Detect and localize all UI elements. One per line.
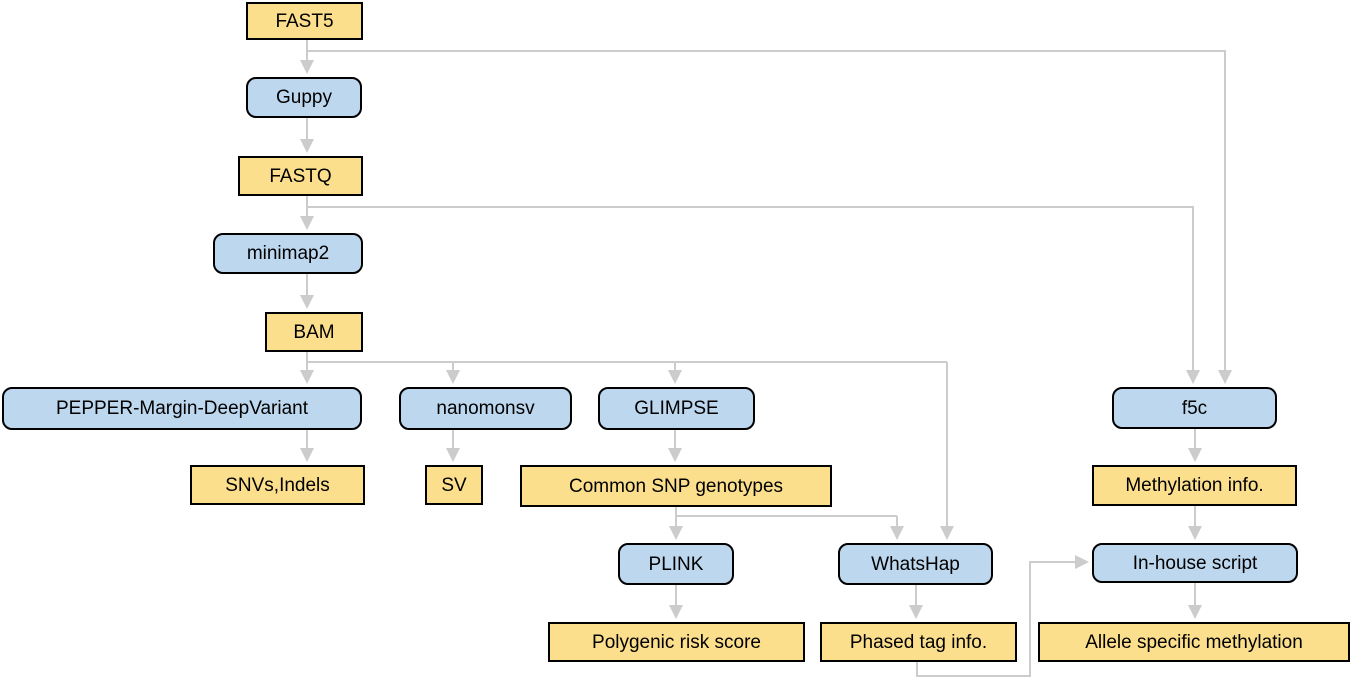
- node-fast5: FAST5: [246, 2, 363, 40]
- edge-fastq-f5c: [306, 196, 1200, 384]
- node-common-snp-genotypes: Common SNP genotypes: [520, 465, 832, 507]
- node-minimap2: minimap2: [213, 233, 363, 274]
- edge-phased-inhouse: [916, 555, 1089, 677]
- node-whatshap: WhatsHap: [838, 543, 993, 585]
- node-in-house-script: In-house script: [1092, 543, 1298, 583]
- node-phased-tag-info: Phased tag info.: [820, 622, 1017, 662]
- node-allele-specific-methylation: Allele specific methylation: [1038, 622, 1350, 662]
- node-pepper-margin-deepvariant: PEPPER-Margin-DeepVariant: [2, 387, 362, 430]
- node-methylation-info: Methylation info.: [1092, 465, 1297, 506]
- edge-fast5-f5c: [306, 40, 1232, 384]
- node-sv: SV: [425, 465, 483, 505]
- node-polygenic-risk-score: Polygenic risk score: [548, 622, 805, 662]
- node-plink: PLINK: [618, 543, 734, 585]
- node-guppy: Guppy: [246, 77, 362, 118]
- edge-commonsnp-trunk: [675, 507, 897, 517]
- node-snvs-indels: SNVs,Indels: [190, 465, 365, 505]
- node-nanomonsv: nanomonsv: [399, 387, 572, 430]
- node-f5c: f5c: [1112, 387, 1277, 429]
- node-bam: BAM: [265, 312, 363, 352]
- node-fastq: FASTQ: [238, 156, 363, 196]
- node-glimpse: GLIMPSE: [598, 387, 755, 430]
